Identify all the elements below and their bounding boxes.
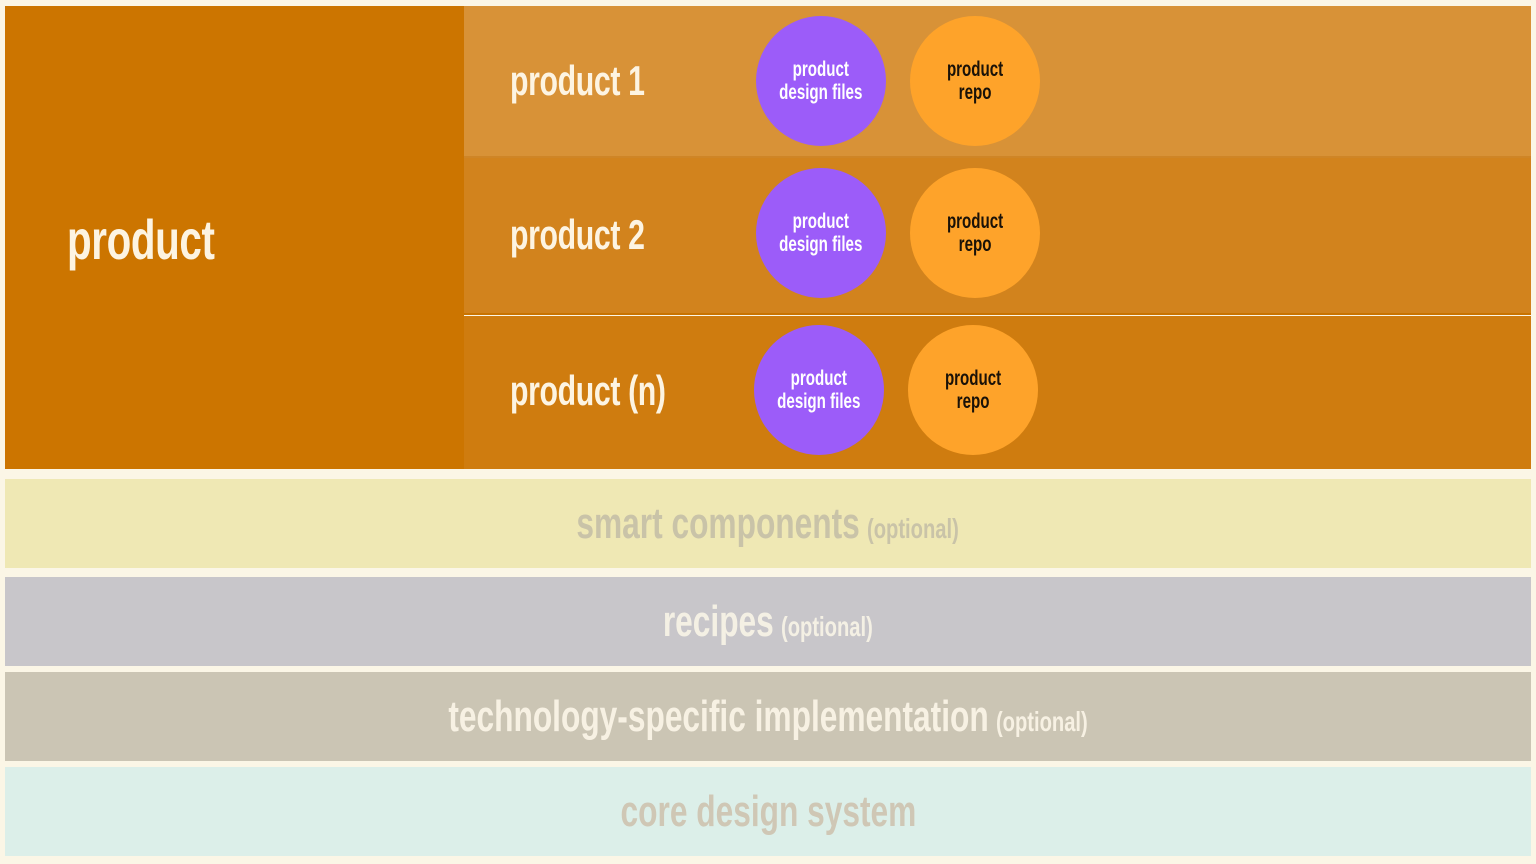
- design-files-bubble: product design files: [756, 16, 886, 146]
- product-row-label: product 2: [510, 211, 645, 258]
- core-design-system-label: core design system: [620, 786, 916, 836]
- repo-bubble: product repo: [908, 325, 1038, 455]
- recipes-layer: recipes (optional): [5, 577, 1531, 666]
- product-row-label: product (n): [510, 367, 666, 414]
- row-divider: [464, 156, 1531, 158]
- product-row-n: product (n) product design files product…: [464, 316, 1531, 469]
- optional-note: (optional): [867, 512, 960, 544]
- repo-bubble: product repo: [910, 168, 1040, 298]
- tech-implementation-label: technology-specific implementation: [448, 691, 989, 741]
- optional-note: (optional): [781, 610, 873, 642]
- design-files-label: product design files: [777, 367, 861, 413]
- smart-components-label: smart components: [576, 498, 861, 548]
- product-block: product: [5, 6, 464, 469]
- repo-label: product repo: [946, 58, 1004, 104]
- tech-implementation-layer: technology-specific implementation (opti…: [5, 672, 1531, 761]
- row-divider: [464, 313, 1531, 315]
- design-files-label: product design files: [779, 58, 863, 104]
- optional-note: (optional): [995, 705, 1088, 737]
- recipes-label: recipes: [663, 596, 774, 646]
- product-row-1: product 1 product design files product r…: [464, 6, 1531, 156]
- product-row-2: product 2 product design files product r…: [464, 158, 1531, 313]
- product-title: product: [67, 208, 215, 271]
- repo-label: product repo: [944, 367, 1002, 413]
- repo-label: product repo: [946, 210, 1004, 256]
- product-row-label: product 1: [510, 57, 645, 104]
- repo-bubble: product repo: [910, 16, 1040, 146]
- smart-components-layer: smart components (optional): [5, 479, 1531, 568]
- design-files-label: product design files: [779, 210, 863, 256]
- design-files-bubble: product design files: [754, 325, 884, 455]
- design-files-bubble: product design files: [756, 168, 886, 298]
- core-design-system-layer: core design system: [5, 767, 1531, 856]
